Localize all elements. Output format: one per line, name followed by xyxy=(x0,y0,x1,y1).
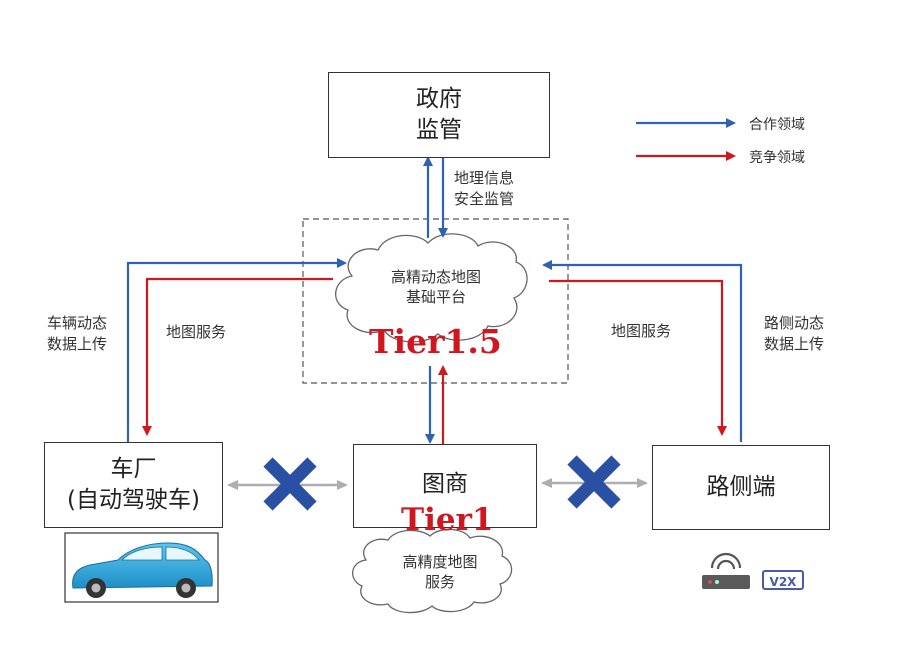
automaker-line1: 车厂 xyxy=(110,455,157,482)
government-line1: 政府 xyxy=(416,85,462,112)
legend-cooperation-label: 合作领域 xyxy=(749,117,805,133)
map-service-right-arrow xyxy=(549,279,727,436)
automaker-line2: (自动驾驶车) xyxy=(67,487,200,513)
hd-map-cloud-text: 高精度地图 服务 xyxy=(385,552,495,593)
hd-map-cloud xyxy=(352,528,513,614)
government-line2: 监管 xyxy=(416,117,462,143)
v2x-icon: V2X xyxy=(762,570,804,590)
legend-competition-label: 竞争领域 xyxy=(749,150,805,166)
roadside-box: 路侧端 xyxy=(652,445,830,530)
map-provider-label: 图商 xyxy=(422,471,468,497)
roadside-label: 路侧端 xyxy=(706,473,776,500)
prohibited-left-x-icon xyxy=(263,457,317,511)
government-box: 政府 监管 xyxy=(328,72,550,158)
vehicle-upload-label: 车辆动态 数据上传 xyxy=(46,314,107,353)
geo-security-label: 地理信息 安全监管 xyxy=(454,169,515,208)
platform-frame xyxy=(302,218,569,384)
hd-map-line1: 高精度地图 xyxy=(402,553,478,571)
map-provider-tier-label: Tier1 xyxy=(401,502,494,538)
prohibited-right-x-icon xyxy=(567,455,621,509)
hd-map-line2: 服务 xyxy=(424,573,455,592)
automaker-box: 车厂 (自动驾驶车) xyxy=(44,442,223,528)
map-service-left-arrow xyxy=(142,277,333,436)
platform-tier-label: Tier1.5 xyxy=(369,322,502,361)
platform-line2: 基础平台 xyxy=(405,288,466,307)
vehicle-upload-arrow xyxy=(126,258,347,442)
platform-cloud xyxy=(335,233,528,343)
map-provider-box: 图商 xyxy=(353,444,537,528)
map-service-left-label: 地图服务 xyxy=(166,323,227,341)
map-service-right-label: 地图服务 xyxy=(611,322,672,340)
car-image xyxy=(64,532,219,603)
roadside-upload-arrow xyxy=(542,260,743,442)
router-icon xyxy=(702,552,750,589)
roadside-upload-label: 路侧动态 数据上传 xyxy=(763,314,824,353)
platform-line1: 高精动态地图 xyxy=(390,268,481,286)
platform-cloud-text: 高精动态地图 基础平台 xyxy=(371,267,501,308)
